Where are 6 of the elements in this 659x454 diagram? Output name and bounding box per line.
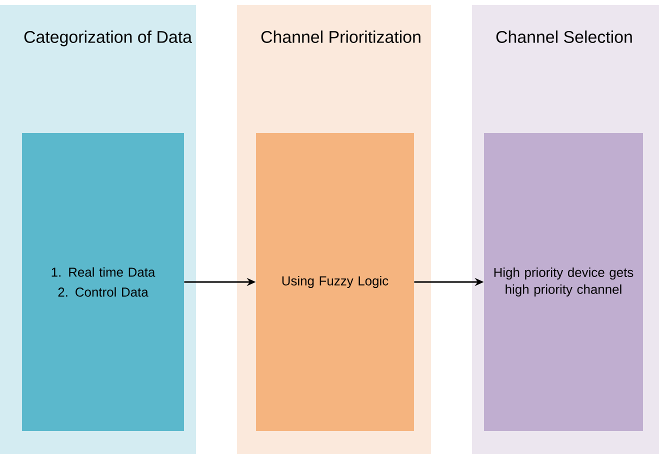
process-box: High priority device gets high priority channel [484,133,643,431]
column-heading: Channel Selection [496,30,632,43]
process-box: 1. Real time Data 2. Control Data [22,133,184,431]
process-box: Using Fuzzy Logic [256,133,414,431]
column-heading: Channel Prioritization [261,30,420,43]
column-heading: Categorization of Data [24,30,192,46]
